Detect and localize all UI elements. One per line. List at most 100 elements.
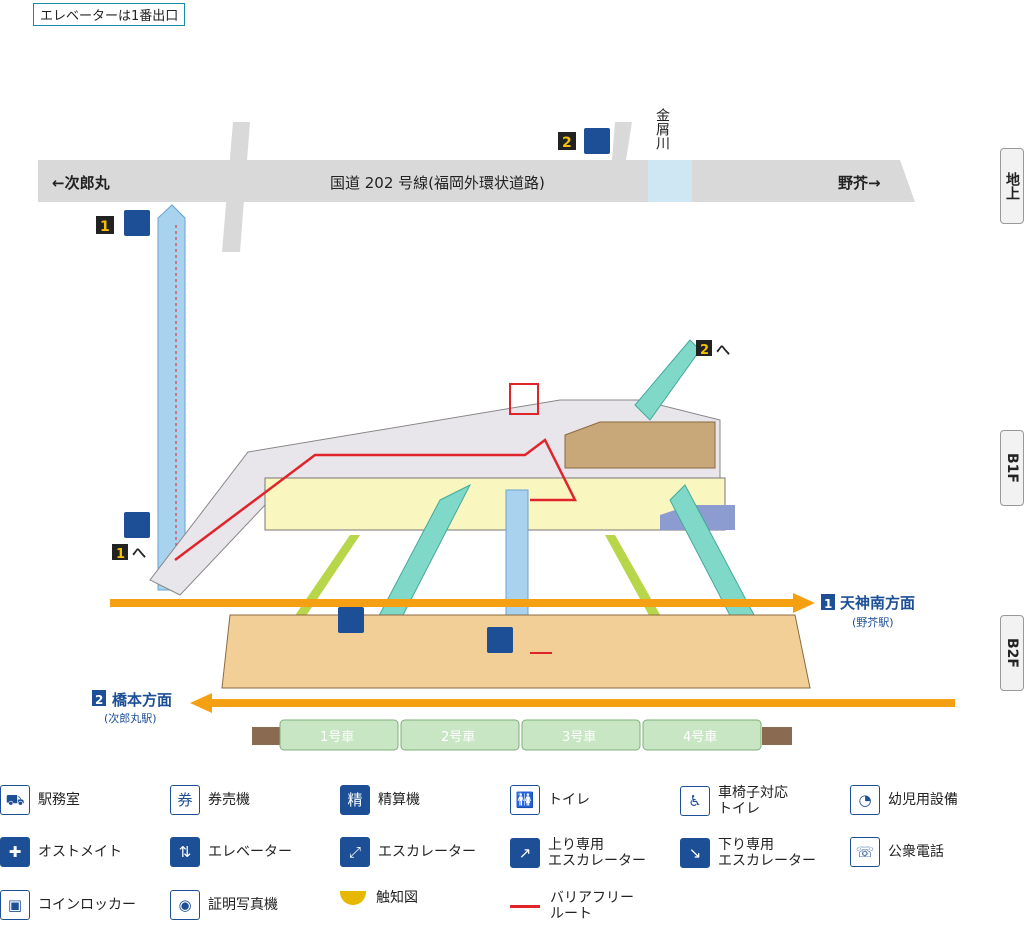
car-3-label: 3号車 bbox=[562, 730, 596, 745]
escalator-up-icon: ↗ bbox=[510, 838, 540, 868]
elevator-icon: ⇅ bbox=[170, 837, 200, 867]
coin-locker-highlight bbox=[509, 383, 539, 415]
station-office-icon: ⛟ bbox=[0, 785, 30, 815]
legend-label: 精算機 bbox=[378, 792, 420, 808]
legend-label: 幼児用設備 bbox=[888, 792, 958, 808]
coin-locker-icon: ▣ bbox=[0, 890, 30, 920]
legend-item: ✚ オストメイト bbox=[0, 837, 122, 867]
elevator-icon-b2 bbox=[487, 627, 513, 653]
road-name: 国道 202 号線(福岡外環状道路) bbox=[330, 174, 545, 192]
exit-1-number-b1: 1 bbox=[116, 547, 125, 562]
legend-item: 触知図 bbox=[340, 890, 418, 906]
exit-1-badge bbox=[96, 216, 114, 234]
exit-1-to: へ bbox=[132, 546, 146, 562]
legend-label: エスカレーター bbox=[378, 844, 476, 860]
floor-tab-ground[interactable]: 地上 bbox=[1000, 148, 1024, 224]
legend-label: 駅務室 bbox=[38, 792, 80, 808]
toilet-icon: 🚻 bbox=[510, 785, 540, 815]
road bbox=[38, 160, 915, 202]
river-label: 金屑川 bbox=[654, 108, 670, 150]
escalator-icon: ⤢ bbox=[340, 837, 370, 867]
legend-item: ⛟ 駅務室 bbox=[0, 785, 80, 815]
dir-2-station: (次郎丸駅) bbox=[104, 711, 157, 725]
ticket-machine-icon: 券 bbox=[170, 785, 200, 815]
car-1[interactable] bbox=[279, 719, 399, 751]
legend-item: ⤢ エスカレーター bbox=[340, 837, 476, 867]
car-4-label: 4号車 bbox=[683, 730, 717, 745]
arrowhead-1 bbox=[793, 593, 815, 613]
exit-1-badge-b1 bbox=[112, 544, 128, 560]
legend-label: 上り専用 エスカレーター bbox=[548, 837, 646, 869]
car-3[interactable] bbox=[521, 719, 641, 751]
elevator-icon bbox=[124, 210, 150, 236]
car-1-label: 1号車 bbox=[320, 730, 354, 745]
dir-2-badge bbox=[92, 690, 106, 706]
legend-label: 券売機 bbox=[208, 792, 250, 808]
river bbox=[648, 160, 692, 202]
dir-1-station: (野芥駅) bbox=[852, 616, 894, 629]
tactile-map-icon bbox=[340, 891, 366, 905]
dir-2-num: 2 bbox=[95, 693, 103, 707]
legend-item: バリアフリー ルート bbox=[510, 890, 634, 922]
legend-item: 精精算機 bbox=[340, 785, 420, 815]
exit-2-number-b1: 2 bbox=[700, 343, 709, 358]
exit-1-number: 1 bbox=[100, 219, 110, 235]
legend-item: 🚻 トイレ bbox=[510, 785, 590, 815]
car-2[interactable] bbox=[400, 719, 520, 751]
legend-label: 車椅子対応 トイレ bbox=[718, 785, 788, 817]
concourse-platform bbox=[264, 477, 726, 531]
track-left bbox=[252, 727, 282, 745]
legend-item: ▣ コインロッカー bbox=[0, 890, 136, 920]
phone-icon: ☏ bbox=[850, 837, 880, 867]
elevator-shaft bbox=[157, 204, 186, 591]
legend-item: ◉証明写真機 bbox=[170, 890, 278, 920]
dir-1-name: 天神南方面 bbox=[840, 594, 915, 612]
legend-label: トイレ bbox=[548, 792, 590, 808]
legend-label: コインロッカー bbox=[38, 897, 136, 913]
escalator-up-icon bbox=[338, 607, 364, 633]
legend-item: ↘ 下り専用 エスカレーター bbox=[680, 837, 816, 869]
legend-label: オストメイト bbox=[38, 844, 122, 860]
exit-2-badge bbox=[558, 132, 576, 150]
fare-adjustment-icon: 精 bbox=[340, 785, 370, 815]
legend-label: 下り専用 エスカレーター bbox=[718, 837, 816, 869]
wheelchair-icon: ♿ bbox=[680, 786, 710, 816]
ostomate-icon: ✚ bbox=[0, 837, 30, 867]
legend-item: ⇅ エレベーター bbox=[170, 837, 292, 867]
exit-2-to: へ bbox=[716, 343, 730, 359]
track-right bbox=[762, 727, 792, 745]
platform bbox=[221, 614, 811, 689]
photo-booth-icon: ◉ bbox=[170, 890, 200, 920]
floor-tab-b2f[interactable]: B2F bbox=[1000, 615, 1024, 691]
barrier-free-route bbox=[174, 438, 578, 561]
baby-icon: ◔ bbox=[850, 785, 880, 815]
road-left-label: ←次郎丸 bbox=[52, 174, 111, 192]
elevator-icon-b1 bbox=[124, 512, 150, 538]
legend-label: エレベーター bbox=[208, 844, 292, 860]
arrowhead-2 bbox=[190, 693, 212, 713]
exit-2-number: 2 bbox=[562, 135, 572, 151]
train: 1号車 2号車 3号車 4号車 bbox=[279, 719, 762, 751]
dir-1-num: 1 bbox=[824, 597, 832, 611]
dir-1-badge bbox=[821, 594, 835, 610]
road-right-label: 野芥→ bbox=[838, 174, 881, 192]
legend-item: ◔ 幼児用設備 bbox=[850, 785, 958, 815]
elevator-exit-note: エレベーターは1番出口 bbox=[33, 3, 186, 26]
legend-item: 券券売機 bbox=[170, 785, 250, 815]
legend-item: ♿ 車椅子対応 トイレ bbox=[680, 785, 788, 817]
dir-2-name: 橋本方面 bbox=[112, 691, 172, 709]
legend-label: バリアフリー ルート bbox=[550, 890, 634, 922]
station-map: ←次郎丸 国道 202 号線(福岡外環状道路) 野芥→ 金屑川 2 1 1 へ … bbox=[38, 108, 955, 751]
escalator-down-icon: ↘ bbox=[680, 838, 710, 868]
legend-item: ↗ 上り専用 エスカレーター bbox=[510, 837, 646, 869]
barrier-free-route-icon bbox=[510, 904, 540, 908]
car-2-label: 2号車 bbox=[441, 730, 475, 745]
side-road bbox=[222, 122, 250, 252]
station-office bbox=[564, 421, 716, 469]
side-road-2 bbox=[612, 122, 632, 160]
car-4[interactable] bbox=[642, 719, 762, 751]
legend-label: 公衆電話 bbox=[888, 844, 944, 860]
legend-item: ☏ 公衆電話 bbox=[850, 837, 944, 867]
exit-2-badge-b1 bbox=[696, 340, 712, 356]
legend-label: 触知図 bbox=[376, 890, 418, 906]
